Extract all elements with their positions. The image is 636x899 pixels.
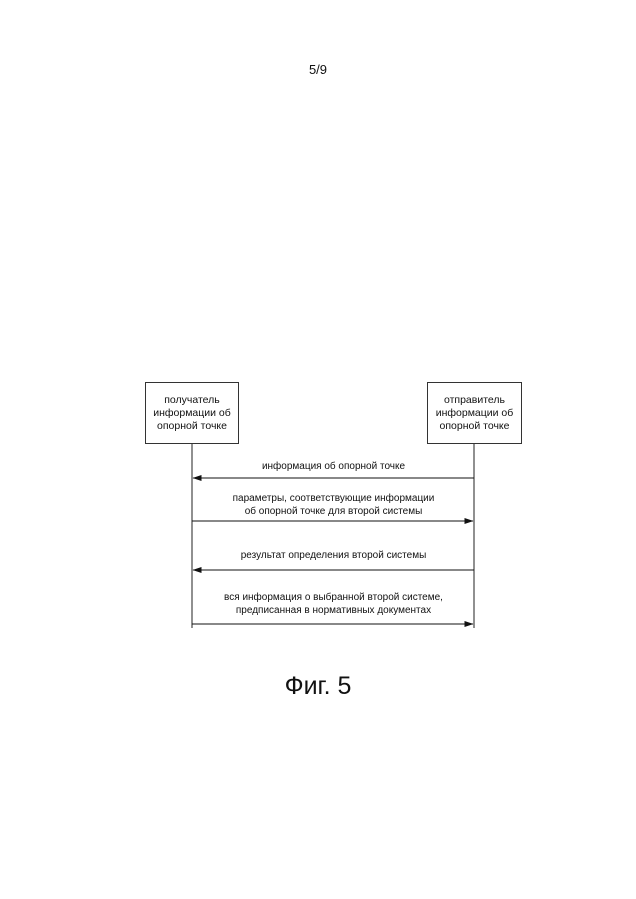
figure-caption: Фиг. 5	[0, 672, 636, 701]
message-label-1: информация об опорной точке	[193, 460, 474, 473]
message-label-3: результат определения второй системы	[193, 549, 474, 562]
message-label-2: параметры, соответствующие информации об…	[193, 492, 474, 518]
message-label-4: вся информация о выбранной второй систем…	[193, 591, 474, 617]
